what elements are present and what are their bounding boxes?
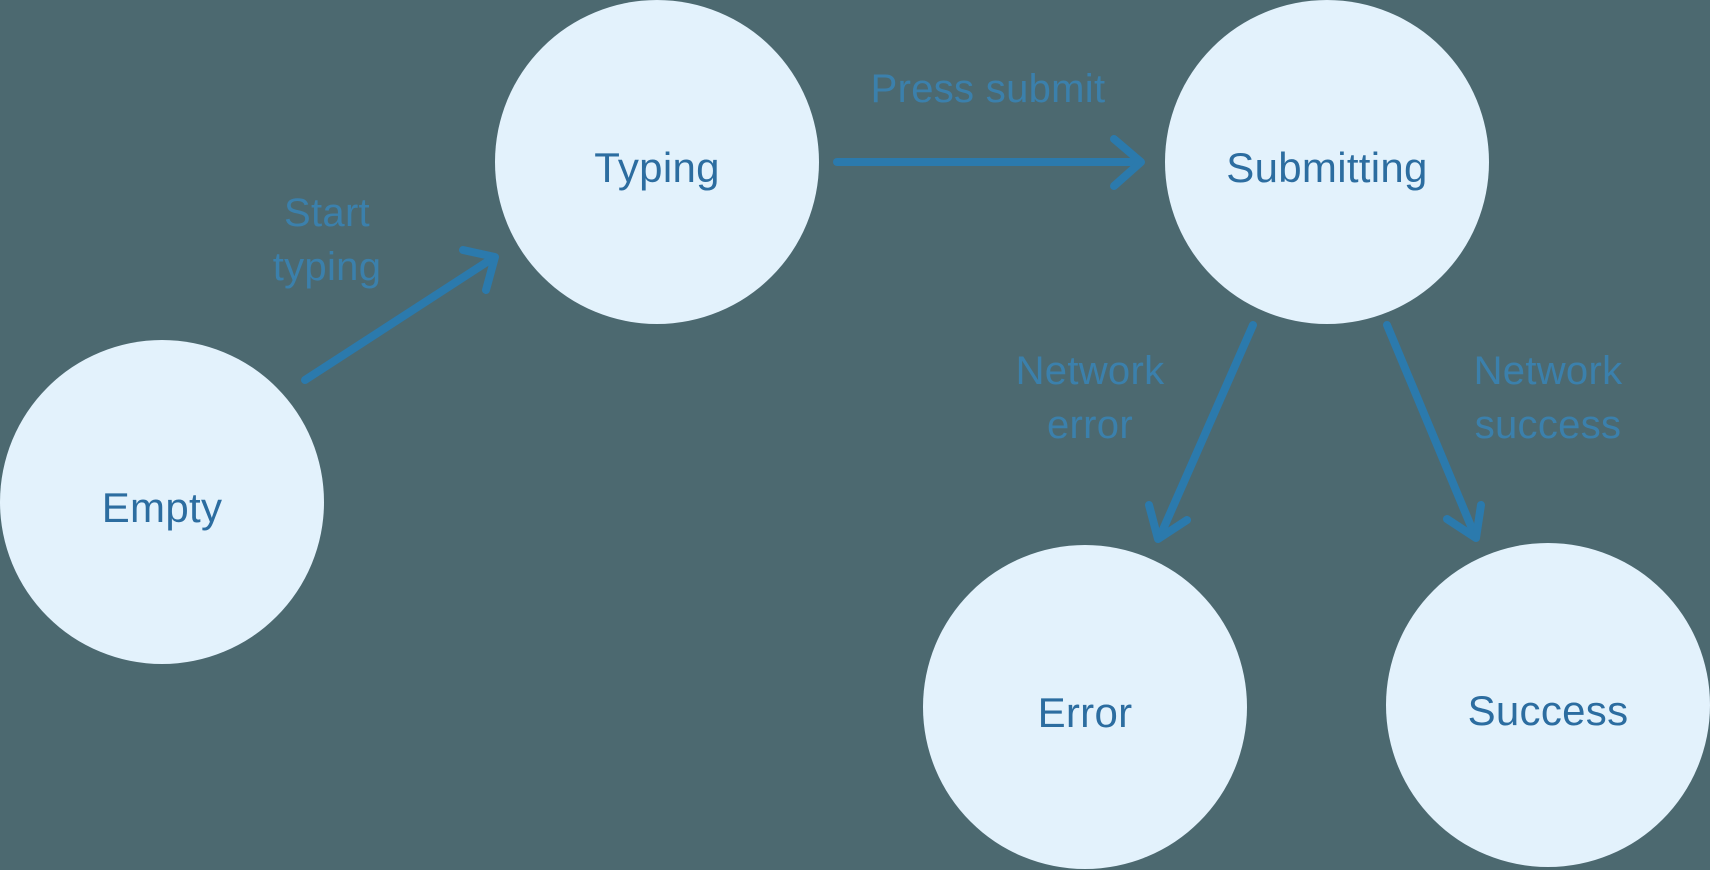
- state-node-empty: Empty: [0, 340, 324, 664]
- state-node-success: Success: [1386, 543, 1710, 867]
- state-label-empty: Empty: [101, 484, 223, 531]
- edge-label-press-submit: Press submit: [870, 67, 1106, 111]
- edge-label-network-success: Network success: [1473, 349, 1623, 447]
- state-label-success: Success: [1467, 687, 1629, 734]
- state-label-typing: Typing: [594, 144, 720, 191]
- state-node-submitting: Submitting: [1165, 0, 1489, 324]
- state-node-error: Error: [923, 545, 1247, 869]
- edge-label-start-typing: Start typing: [272, 191, 382, 289]
- state-label-submitting: Submitting: [1226, 144, 1428, 191]
- state-label-error: Error: [1037, 689, 1133, 736]
- state-node-typing: Typing: [495, 0, 819, 324]
- arrow-press-submit: [833, 135, 1145, 190]
- edge-label-network-error: Network error: [1015, 349, 1165, 447]
